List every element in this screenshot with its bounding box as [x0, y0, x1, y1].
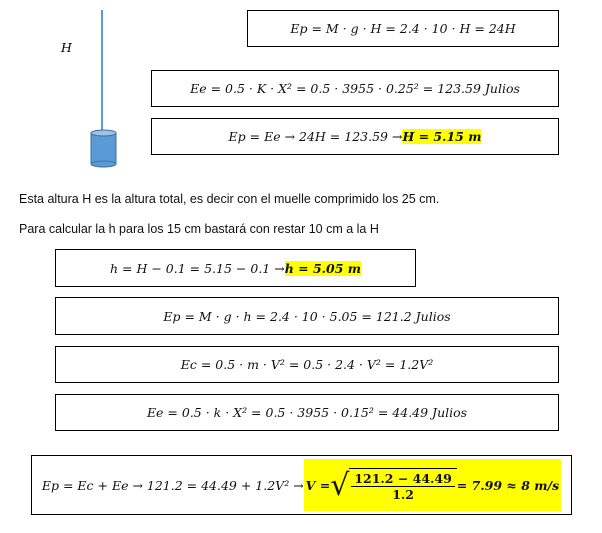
spring-diagram — [90, 10, 117, 168]
equation-elastic-energy-25: Ee = 0.5 · K · X² = 0.5 · 3955 · 0.25² =… — [151, 70, 559, 107]
equation-kinetic-energy: Ec = 0.5 · m · V² = 0.5 · 2.4 · V² = 1.2… — [55, 346, 559, 383]
equation-potential-energy-h: Ep = M · g · h = 2.4 · 10 · 5.05 = 121.2… — [55, 297, 559, 335]
paragraph-calc-h: Para calcular la h para los 15 cm bastar… — [19, 222, 379, 236]
equation-elastic-energy-15: Ee = 0.5 · k · X² = 0.5 · 3955 · 0.15² =… — [55, 394, 559, 431]
equation-solve-H: Ep = Ee → 24H = 123.59 → H = 5.15 m — [151, 118, 559, 155]
paragraph-total-height: Esta altura H es la altura total, es dec… — [19, 192, 440, 206]
equation-h: h = H − 0.1 = 5.15 − 0.1 → h = 5.05 m — [55, 249, 416, 287]
result-H: H = 5.15 m — [402, 129, 482, 144]
result-h: h = 5.05 m — [284, 260, 361, 276]
equation-potential-energy-H: Ep = M · g · H = 2.4 · 10 · H = 24H — [247, 10, 559, 47]
mass-cylinder-icon — [90, 129, 117, 168]
height-label: H — [61, 40, 72, 55]
equation-velocity: Ep = Ec + Ee → 121.2 = 44.49 + 1.2V² → V… — [31, 455, 572, 515]
